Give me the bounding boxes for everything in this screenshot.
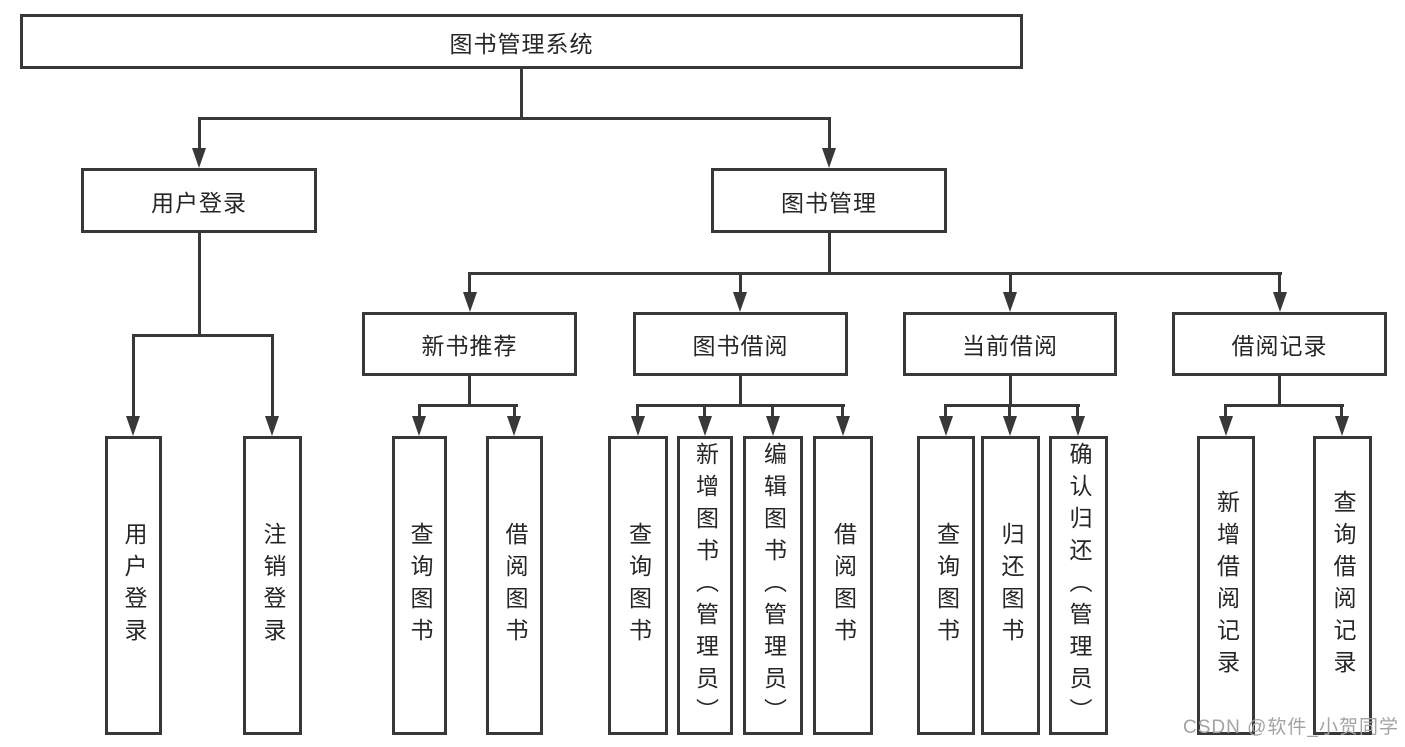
arrow-down-icon — [939, 416, 953, 436]
leaf-label: 编辑图书（管理员） — [760, 441, 787, 730]
leaf-borrow-books: 借阅图书 — [813, 436, 873, 735]
connector-line — [271, 334, 274, 418]
leaf-logout-login: 注销登录 — [243, 436, 302, 735]
connector-line — [1008, 404, 1011, 418]
connector-line — [828, 233, 831, 275]
node-book-management: 图书管理 — [711, 168, 947, 233]
arrow-down-icon — [631, 416, 645, 436]
arrow-down-icon — [463, 292, 477, 312]
connector-line — [1009, 272, 1012, 296]
leaf-label: 借阅图书 — [830, 521, 857, 650]
csdn-watermark: CSDN @软件_小贺同学 — [1183, 717, 1399, 738]
leaf-add-borrow-record: 新增借阅记录 — [1197, 436, 1255, 735]
connector-line — [771, 404, 774, 418]
connector-line — [520, 69, 523, 119]
arrow-down-icon — [126, 416, 140, 436]
node-root: 图书管理系统 — [20, 14, 1023, 69]
node-label: 图书借阅 — [692, 333, 789, 359]
node-label: 新书推荐 — [421, 333, 518, 359]
arrow-down-icon — [412, 416, 426, 436]
arrow-down-icon — [836, 416, 850, 436]
leaf-label: 借阅图书 — [502, 521, 528, 650]
leaf-query-books-recommend: 查询图书 — [392, 436, 447, 735]
connector-line — [468, 376, 471, 407]
leaf-label: 确认归还（管理员） — [1066, 441, 1092, 730]
node-new-book-recommend: 新书推荐 — [362, 312, 577, 376]
leaf-user-login: 用户登录 — [105, 436, 162, 735]
node-label: 当前借阅 — [962, 333, 1058, 359]
connector-line — [637, 404, 845, 407]
connector-line — [1224, 404, 1227, 418]
leaf-return-books: 归还图书 — [981, 436, 1040, 735]
connector-line — [513, 404, 516, 418]
leaf-label: 查询图书 — [407, 521, 433, 650]
leaf-add-books-admin: 新增图书（管理员） — [677, 436, 733, 735]
arrow-down-icon — [1335, 416, 1349, 436]
connector-line — [828, 117, 831, 150]
connector-line — [418, 404, 421, 418]
connector-line — [1278, 376, 1281, 407]
connector-line — [469, 272, 1282, 275]
connector-line — [1076, 404, 1079, 418]
arrow-down-icon — [265, 416, 279, 436]
arrow-down-icon — [1219, 416, 1233, 436]
connector-line — [739, 272, 742, 296]
node-label: 用户登录 — [151, 189, 247, 216]
connector-line — [198, 117, 201, 150]
leaf-query-borrow-record: 查询借阅记录 — [1313, 436, 1372, 735]
connector-line — [418, 404, 518, 407]
node-label: 借阅记录 — [1231, 333, 1328, 359]
arrow-down-icon — [507, 416, 521, 436]
connector-line — [703, 404, 706, 418]
arrow-down-icon — [822, 148, 836, 168]
leaf-confirm-return-admin: 确认归还（管理员） — [1049, 436, 1108, 735]
leaf-query-books-current: 查询图书 — [917, 436, 975, 735]
connector-line — [1340, 404, 1343, 418]
leaf-label: 查询图书 — [625, 521, 652, 650]
node-borrow-records: 借阅记录 — [1172, 312, 1387, 376]
leaf-label: 查询借阅记录 — [1330, 489, 1356, 682]
connector-line — [198, 233, 201, 337]
arrow-down-icon — [766, 416, 780, 436]
connector-line — [198, 117, 831, 120]
node-user-login: 用户登录 — [81, 168, 317, 233]
connector-line — [1278, 272, 1281, 296]
leaf-edit-books-admin: 编辑图书（管理员） — [743, 436, 803, 735]
connector-line — [945, 404, 1080, 407]
node-book-borrow: 图书借阅 — [633, 312, 848, 376]
leaf-label: 注销登录 — [260, 521, 286, 650]
arrow-down-icon — [1003, 416, 1017, 436]
connector-line — [841, 404, 844, 418]
node-current-borrow: 当前借阅 — [903, 312, 1117, 376]
connector-line — [636, 404, 639, 418]
arrow-down-icon — [1071, 416, 1085, 436]
connector-line — [944, 404, 947, 418]
leaf-label: 用户登录 — [121, 521, 147, 650]
connector-line — [1225, 404, 1344, 407]
connector-line — [739, 376, 742, 407]
leaf-label: 新增借阅记录 — [1213, 489, 1240, 682]
arrow-down-icon — [733, 292, 747, 312]
arrow-down-icon — [1273, 292, 1287, 312]
leaf-label: 查询图书 — [933, 521, 960, 650]
connector-line — [132, 334, 274, 337]
connector-line — [132, 334, 135, 418]
leaf-borrow-books-recommend: 借阅图书 — [486, 436, 543, 735]
node-root-label: 图书管理系统 — [449, 30, 594, 57]
arrow-down-icon — [1003, 292, 1017, 312]
connector-line — [1009, 376, 1012, 407]
leaf-label: 归还图书 — [998, 521, 1024, 650]
connector-line — [468, 272, 471, 296]
node-label: 图书管理 — [781, 189, 877, 216]
arrow-down-icon — [192, 148, 206, 168]
leaf-label: 新增图书（管理员） — [692, 441, 719, 730]
leaf-query-books-borrow: 查询图书 — [608, 436, 668, 735]
arrow-down-icon — [698, 416, 712, 436]
